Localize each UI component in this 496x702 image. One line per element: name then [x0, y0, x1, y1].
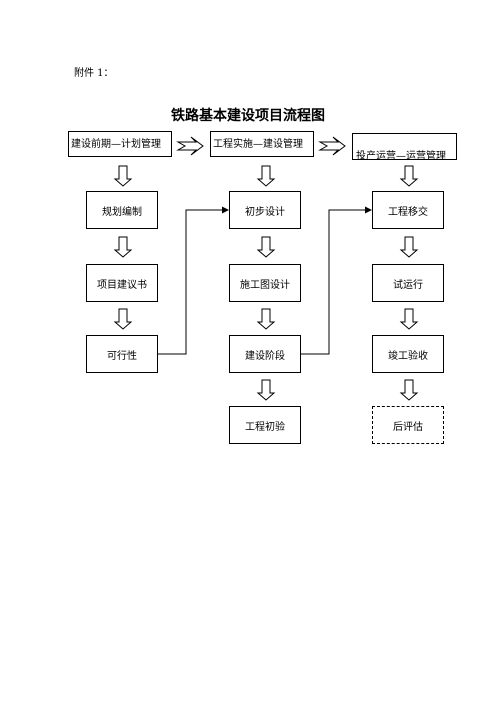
step-post-evaluation: 后评估	[372, 406, 444, 444]
step-completion-acceptance: 竣工验收	[372, 335, 444, 373]
down-arrow-icon	[256, 308, 276, 330]
down-arrow-icon	[256, 379, 276, 401]
connector-construction-to-handover	[301, 206, 372, 355]
phase-chevron-1-icon	[176, 136, 204, 156]
diagram-title: 铁路基本建设项目流程图	[171, 108, 325, 124]
step-construction-drawing-design: 施工图设计	[229, 264, 301, 302]
step-project-handover: 工程移交	[372, 191, 444, 229]
phase-header-operation-label: 投产运营—运营管理	[356, 151, 446, 162]
down-arrow-icon	[256, 165, 276, 187]
step-planning-compilation: 规划编制	[86, 191, 158, 229]
down-arrow-icon	[399, 379, 419, 401]
phase-header-implementation: 工程实施—建设管理	[210, 131, 314, 157]
phase-header-planning-label: 建设前期—计划管理	[71, 139, 161, 150]
step-project-proposal: 项目建议书	[86, 264, 158, 302]
step-feasibility: 可行性	[86, 335, 158, 373]
attachment-label: 附件 1：	[74, 68, 114, 79]
step-preliminary-design: 初步设计	[229, 191, 301, 229]
down-arrow-icon	[256, 236, 276, 258]
connector-feasibility-to-preliminary-design	[158, 206, 229, 355]
step-construction-stage: 建设阶段	[229, 335, 301, 373]
step-trial-operation: 试运行	[372, 264, 444, 302]
down-arrow-icon	[399, 236, 419, 258]
phase-header-planning: 建设前期—计划管理	[68, 131, 172, 157]
down-arrow-icon	[113, 308, 133, 330]
down-arrow-icon	[399, 165, 419, 187]
step-preliminary-acceptance: 工程初验	[229, 406, 301, 444]
down-arrow-icon	[113, 165, 133, 187]
down-arrow-icon	[399, 308, 419, 330]
down-arrow-icon	[113, 236, 133, 258]
phase-header-implementation-label: 工程实施—建设管理	[213, 139, 303, 150]
phase-header-operation: 投产运营—运营管理	[352, 133, 457, 162]
phase-chevron-2-icon	[318, 136, 346, 156]
